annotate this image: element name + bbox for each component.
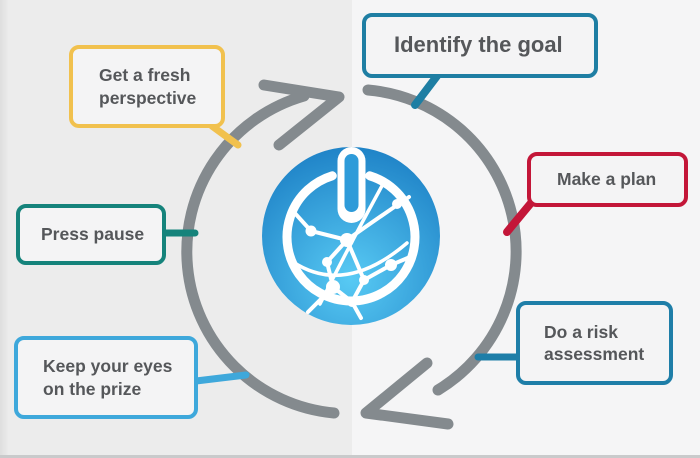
- callout-press-pause-label: Press pause: [41, 224, 145, 245]
- bottom-edge-line: [0, 455, 700, 458]
- left-edge-shading: [0, 0, 9, 458]
- callout-identify-goal: Identify the goal: [362, 13, 598, 78]
- callout-make-plan-label: Make a plan: [557, 169, 657, 190]
- callout-connectors: [159, 72, 535, 385]
- callout-risk-assessment: Do a risk assessment: [516, 301, 673, 385]
- connector-identify-goal: [411, 72, 441, 109]
- left-cycle-arc: [181, 90, 340, 419]
- top-arrowhead-icon: [258, 79, 345, 151]
- callout-press-pause: Press pause: [16, 204, 166, 265]
- icon-ring: [282, 171, 420, 306]
- callout-keep-eyes: Keep your eyes on the prize: [14, 336, 198, 419]
- connector-keep-eyes: [192, 371, 250, 385]
- power-network-icon: [262, 147, 440, 325]
- circular-cycle-arrows: [181, 79, 522, 430]
- right-cycle-arc: [362, 84, 522, 396]
- callout-risk-assessment-label: Do a risk assessment: [544, 321, 645, 364]
- power-bar-inner: [344, 154, 359, 212]
- bottom-arrowhead-icon: [360, 357, 454, 430]
- connector-make-plan: [503, 199, 535, 236]
- callout-identify-goal-label: Identify the goal: [394, 32, 563, 58]
- connector-fresh-perspective: [208, 122, 242, 149]
- callout-make-plan: Make a plan: [527, 152, 688, 207]
- callout-keep-eyes-label: Keep your eyes on the prize: [43, 356, 173, 399]
- callout-fresh-perspective-label: Get a fresh perspective: [99, 65, 197, 108]
- callout-fresh-perspective: Get a fresh perspective: [69, 45, 225, 128]
